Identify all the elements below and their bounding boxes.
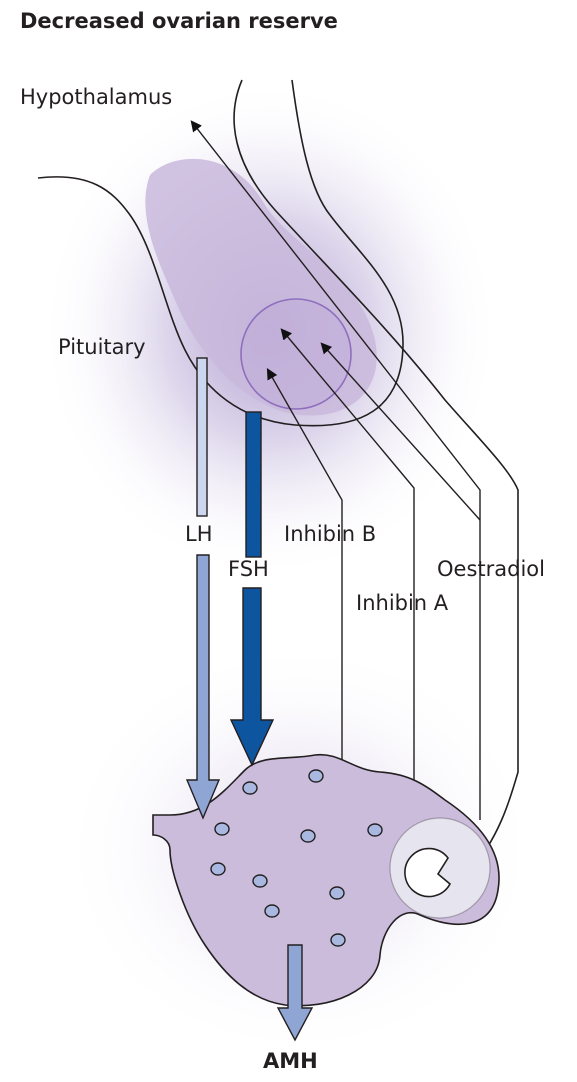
oestradiol-label: Oestradiol	[437, 557, 545, 581]
follicle	[330, 887, 344, 899]
fsh-bar	[246, 412, 261, 557]
follicle	[265, 905, 279, 917]
follicle	[215, 823, 229, 835]
follicle	[309, 770, 323, 782]
inhibin-a-label: Inhibin A	[356, 591, 449, 615]
follicle	[253, 875, 267, 887]
fsh-label: FSH	[228, 557, 269, 581]
diagram-title: Decreased ovarian reserve	[20, 9, 338, 33]
lh-bar	[197, 358, 207, 516]
follicle	[301, 830, 315, 842]
inhibin-b-label: Inhibin B	[284, 522, 376, 546]
amh-label: AMH	[263, 1049, 318, 1073]
lh-label: LH	[185, 522, 213, 546]
follicle	[368, 824, 382, 836]
pituitary-label: Pituitary	[58, 335, 146, 359]
follicle	[243, 782, 257, 794]
follicle	[211, 863, 225, 875]
follicle	[331, 934, 345, 946]
hypothalamus-label: Hypothalamus	[20, 85, 172, 109]
